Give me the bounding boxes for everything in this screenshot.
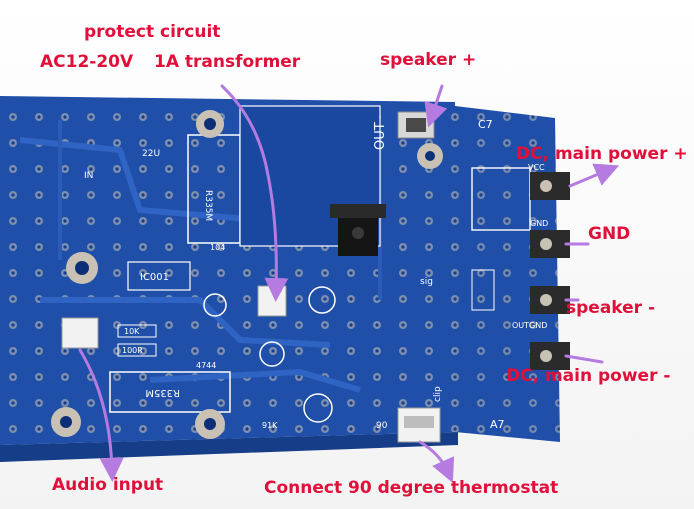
silk-a7: A7	[490, 418, 505, 431]
silk-22u: 22U	[142, 149, 160, 159]
label-protect-circuit: protect circuit	[84, 22, 221, 42]
label-dc-main-plus: DC, main power +	[516, 144, 688, 164]
label-speaker-plus: speaker +	[380, 50, 477, 70]
arrow-dc-plus	[568, 163, 620, 188]
arrow-thermostat	[418, 440, 455, 483]
label-speaker-minus: speaker -	[566, 298, 656, 318]
arrow-transformer	[220, 84, 289, 302]
side-pcb	[455, 106, 570, 442]
silk-sig: sig	[420, 277, 433, 287]
silk-91k: 91K	[262, 421, 278, 430]
silk-out: OUT	[373, 122, 388, 150]
label-ac-input: AC12-20V	[40, 52, 134, 72]
silk-90: 90	[376, 421, 388, 431]
label-transformer: 1A transformer	[154, 52, 301, 72]
silk-vcc: VCC	[528, 163, 545, 172]
main-pcb	[0, 96, 458, 462]
silk-100r: 100R	[122, 346, 143, 355]
silk-r335m-left: R335M	[203, 190, 213, 221]
label-gnd: GND	[588, 224, 631, 244]
silk-ic001: IC001	[140, 272, 169, 283]
silk-clip: clip	[433, 386, 443, 402]
silk-gnd: GND	[530, 219, 548, 228]
silk-104: 104	[210, 243, 225, 252]
silk-4744: 4744	[196, 361, 216, 370]
label-thermostat: Connect 90 degree thermostat	[264, 478, 559, 498]
label-audio-input: Audio input	[52, 475, 164, 495]
arrow-speaker-plus	[424, 84, 448, 128]
silk-c7: C7	[478, 118, 493, 131]
arrow-dc-minus	[564, 354, 604, 364]
arrow-audio-input	[78, 348, 124, 482]
silk-outgnd: OUTGND	[512, 321, 547, 330]
label-dc-main-minus: DC, main power -	[506, 366, 671, 386]
silk-r335m-bottom: R335M	[145, 387, 180, 398]
silk-10k: 10K	[124, 327, 140, 336]
silk-in: IN	[84, 171, 93, 181]
